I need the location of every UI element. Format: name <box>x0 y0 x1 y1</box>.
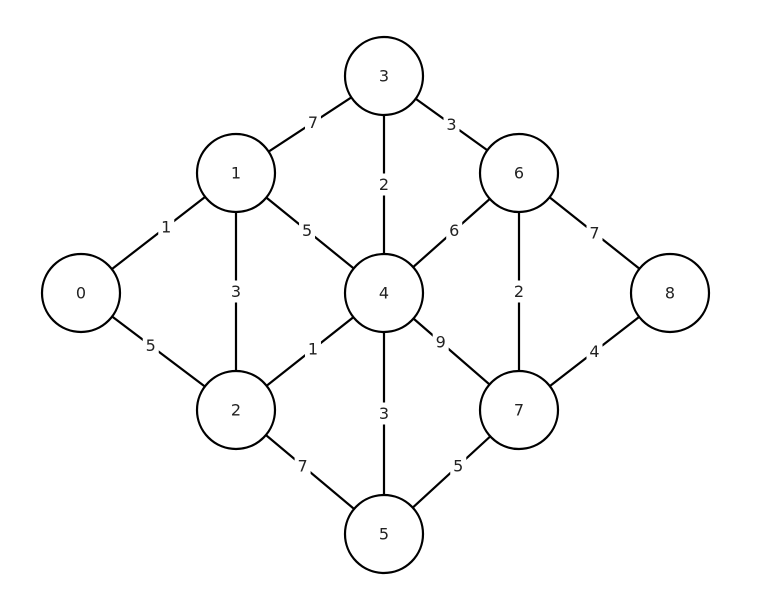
node-label-3: 3 <box>379 67 389 86</box>
edge-weight-4-5: 3 <box>379 404 389 423</box>
node-circle-3 <box>343 35 425 117</box>
node-label-2: 2 <box>231 401 241 420</box>
edge-weight-4-7: 9 <box>436 333 446 352</box>
edge-weight-1-3: 7 <box>308 113 318 132</box>
node-3: 3 <box>343 35 425 117</box>
node-label-6: 6 <box>514 164 524 183</box>
node-label-1: 1 <box>231 164 241 183</box>
node-1: 1 <box>195 132 277 214</box>
node-circle-1 <box>195 132 277 214</box>
node-circle-2 <box>195 369 277 451</box>
edge-weight-bg-6-8 <box>586 222 603 244</box>
edge-weight-bg-4-7 <box>432 331 449 354</box>
edge-weight-0-2: 5 <box>146 336 156 355</box>
edge-weight-1-4: 5 <box>302 221 312 240</box>
edge-weight-3-4: 2 <box>379 175 389 194</box>
edge-weight-bg-6-7 <box>511 280 527 303</box>
node-5: 5 <box>343 493 425 575</box>
edge-weight-5-7: 5 <box>453 456 463 475</box>
node-label-8: 8 <box>665 284 675 303</box>
node-8: 8 <box>629 252 711 334</box>
edge-weight-bg-3-4 <box>376 173 392 196</box>
edge-weight-6-7: 2 <box>514 282 524 301</box>
node-6: 6 <box>478 132 560 214</box>
edge-weights-layer: 1 5 3 7 5 1 7 2 3 3 6 9 5 2 7 4 <box>142 111 603 477</box>
edge-weight-bg-0-2 <box>142 334 159 357</box>
edge-weight-2-5: 7 <box>298 456 308 475</box>
edge-weight-4-6: 6 <box>449 221 459 240</box>
edge-weight-bg-2-5 <box>294 454 311 477</box>
edge-weight-bg-5-7 <box>450 454 467 477</box>
edge-weight-1-2: 3 <box>231 282 241 301</box>
node-0: 0 <box>40 252 122 334</box>
node-circle-7 <box>478 369 560 451</box>
nodes-layer: 0 1 2 3 4 5 6 7 8 <box>40 35 711 575</box>
node-circle-4 <box>343 252 425 334</box>
node-circle-5 <box>343 493 425 575</box>
node-2: 2 <box>195 369 277 451</box>
edge-weight-7-8: 4 <box>589 342 599 361</box>
node-label-4: 4 <box>379 284 389 303</box>
edge-weight-bg-3-6 <box>443 113 460 136</box>
edge-weight-bg-4-6 <box>446 219 463 242</box>
edge-weight-3-6: 3 <box>446 115 456 134</box>
node-label-5: 5 <box>379 525 389 544</box>
node-label-0: 0 <box>76 284 86 303</box>
node-circle-6 <box>478 132 560 214</box>
edge-weight-2-4: 1 <box>308 340 318 359</box>
edge-weight-bg-2-4 <box>304 338 321 361</box>
edge-weight-bg-1-4 <box>299 219 316 242</box>
node-label-7: 7 <box>514 401 524 420</box>
node-circle-8 <box>629 252 711 334</box>
edge-weight-bg-0-1 <box>158 216 175 238</box>
node-7: 7 <box>478 369 560 451</box>
node-circle-0 <box>40 252 122 334</box>
edge-weight-6-8: 7 <box>589 224 599 243</box>
edge-weight-bg-4-5 <box>376 402 392 425</box>
edge-weight-bg-7-8 <box>586 340 603 363</box>
edge-weight-bg-1-3 <box>304 111 321 134</box>
node-4: 4 <box>343 252 425 334</box>
edge-weight-bg-1-2 <box>228 280 244 303</box>
edge-weight-0-1: 1 <box>161 218 171 237</box>
